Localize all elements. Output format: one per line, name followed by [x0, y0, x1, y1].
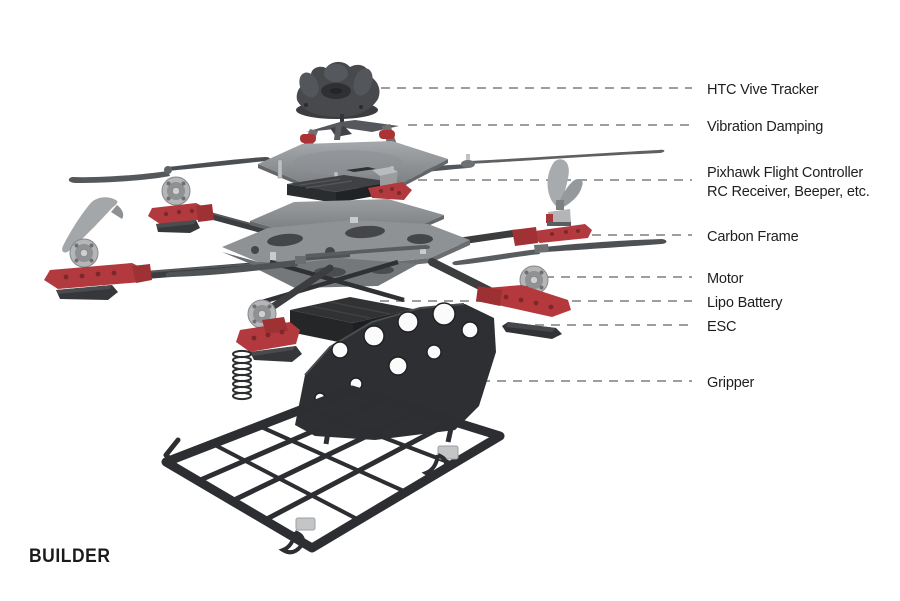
pixhawk-stack	[287, 167, 412, 203]
label-gripper: Gripper	[707, 373, 754, 392]
propeller-center-left	[165, 245, 431, 278]
label-text: HTC Vive Tracker	[707, 81, 819, 98]
htc-vive-tracker-part	[296, 61, 380, 119]
label-esc: ESC	[707, 317, 737, 336]
silver-bracket	[372, 167, 398, 176]
vibration-damping-part	[300, 114, 399, 152]
propeller-blade	[558, 179, 583, 209]
label-text: Lipo Battery	[707, 294, 783, 311]
brace-strut	[269, 259, 405, 303]
label-htc-vive-tracker: HTC Vive Tracker	[707, 80, 819, 99]
propeller-blade	[62, 197, 118, 253]
label-text: Carbon Frame	[707, 228, 799, 245]
gripper-base	[161, 385, 505, 553]
carbon-arm	[264, 264, 334, 314]
gripper-hooks-feet	[278, 445, 459, 555]
hook	[278, 530, 305, 555]
builder-logo: BUILDER	[29, 546, 111, 567]
label-text: Vibration Damping	[707, 118, 824, 135]
label-motor: Motor	[707, 269, 743, 288]
damping-plate-red	[368, 182, 412, 200]
propeller-blade	[452, 249, 540, 266]
propeller-blade	[545, 239, 667, 252]
label-vibration-damping: Vibration Damping	[707, 117, 823, 136]
gripper-tower	[295, 302, 496, 445]
motor-mount-red	[532, 224, 592, 243]
motor-side-view	[548, 209, 571, 225]
hook	[421, 453, 448, 478]
propeller-blade	[547, 159, 569, 207]
label-text: Motor	[707, 270, 744, 287]
propeller-blade	[167, 157, 271, 171]
label-carbon-frame: Carbon Frame	[707, 227, 799, 246]
label-lipo-battery: Lipo Battery	[707, 293, 783, 312]
label-text: Gripper	[707, 374, 755, 391]
damper-ring-red	[379, 130, 395, 139]
damper-ring-red	[300, 134, 316, 143]
label-pixhawk: Pixhawk Flight Controller RC Receiver, B…	[707, 163, 870, 201]
spring-1	[232, 349, 252, 401]
label-text: RC Receiver, Beeper, etc.	[707, 183, 870, 200]
cluster-lower-right	[428, 239, 667, 339]
label-text: Pixhawk Flight Controller	[707, 164, 864, 181]
motor-mount-red	[44, 263, 146, 289]
label-text: ESC	[707, 318, 737, 335]
motor-mount-red	[480, 285, 571, 317]
propeller-blade	[68, 171, 170, 183]
cluster-front	[236, 264, 334, 362]
